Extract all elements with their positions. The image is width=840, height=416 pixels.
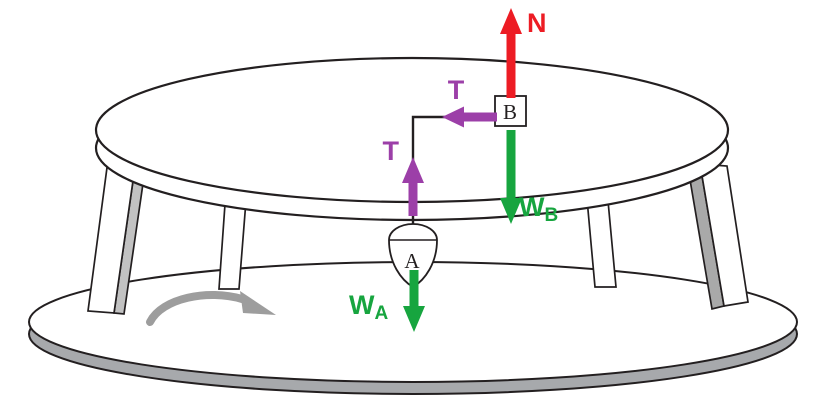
tension-b-label: T <box>448 75 465 105</box>
weight-b-arrow <box>500 130 522 224</box>
normal-force-label: N <box>527 8 547 38</box>
tension-b-arrow <box>442 106 497 128</box>
weight-a-label-main: W <box>349 290 375 320</box>
weight-b-label: WB <box>519 192 558 226</box>
weight-a-arrow <box>403 270 425 332</box>
mass-a-label: A <box>404 249 420 273</box>
weight-a-label-sub: A <box>374 303 388 324</box>
rotation-arrow-arc <box>146 290 246 326</box>
block-b-label: B <box>503 100 517 124</box>
weight-a-label: WA <box>349 290 388 324</box>
rotation-arrowhead <box>240 291 276 315</box>
tension-a-arrow <box>402 157 424 216</box>
weight-b-label-sub: B <box>544 205 558 226</box>
normal-force-arrow <box>500 8 522 98</box>
weight-b-label-main: W <box>519 192 545 222</box>
tension-a-label: T <box>383 136 400 166</box>
